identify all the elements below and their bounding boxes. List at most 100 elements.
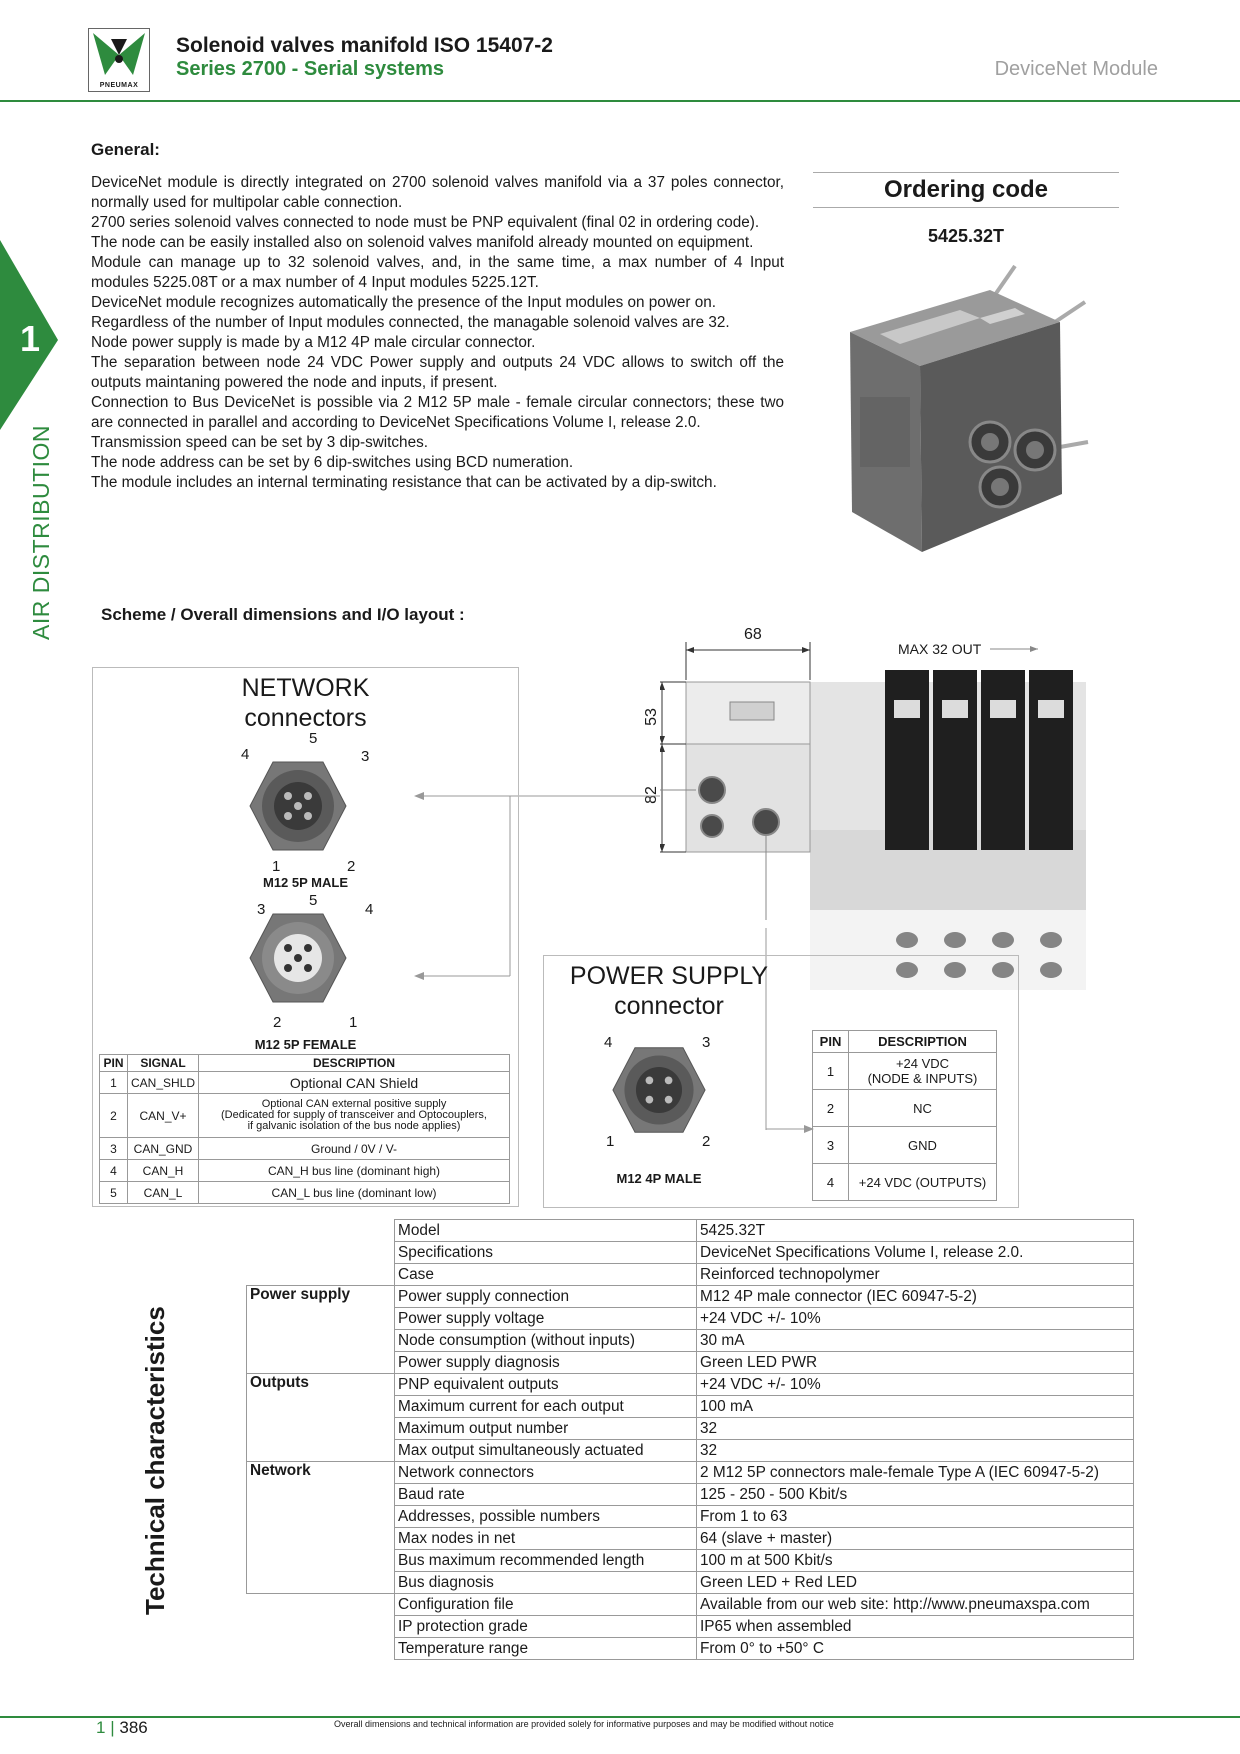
value-cell: Reinforced technopolymer xyxy=(696,1263,1134,1286)
parameter-cell: Model xyxy=(394,1219,697,1242)
power-connector-label: M12 4P MALE xyxy=(616,1171,702,1186)
parameter-cell: Power supply diagnosis xyxy=(394,1351,697,1374)
group-cell: Network xyxy=(246,1461,395,1484)
description-cell: +24 VDC (OUTPUTS) xyxy=(848,1163,997,1201)
value-cell: 64 (slave + master) xyxy=(696,1527,1134,1550)
pin-cell: 4 xyxy=(99,1159,128,1182)
parameter-cell: Configuration file xyxy=(394,1593,697,1616)
power-supply-panel: POWER SUPPLY connector 4 3 1 2 M12 4P MA… xyxy=(543,955,1019,1208)
table-row: 3 CAN_GND Ground / 0V / V- xyxy=(99,1137,510,1160)
female-pin-3: 3 xyxy=(257,901,266,918)
ordering-code-box: Ordering code 5425.32T xyxy=(813,172,1119,247)
col-pin: PIN xyxy=(812,1030,849,1053)
section-number: 1 xyxy=(20,318,41,359)
parameter-cell: Power supply connection xyxy=(394,1285,697,1308)
description-line: Optional CAN external positive supply xyxy=(261,1098,447,1110)
signal-cell: CAN_V+ xyxy=(126,1093,200,1138)
value-cell: Green LED PWR xyxy=(696,1351,1134,1374)
general-paragraph: Regardless of the number of Input module… xyxy=(91,314,730,331)
power-leader-line xyxy=(765,1020,814,1133)
parameter-cell: Max output simultaneously actuated xyxy=(394,1439,697,1462)
network-pin-table: PIN SIGNAL DESCRIPTION 1 CAN_SHLD Option… xyxy=(99,1054,510,1204)
description-cell: Ground / 0V / V- xyxy=(198,1137,510,1160)
page-title: Solenoid valves manifold ISO 15407-2 xyxy=(176,34,553,57)
group-cell xyxy=(246,1505,395,1528)
general-paragraph: The node address can be set by 6 dip-swi… xyxy=(91,454,574,471)
pneumax-logo: PNEUMAX xyxy=(88,28,150,92)
parameter-cell: Network connectors xyxy=(394,1461,697,1484)
group-cell xyxy=(246,1439,395,1462)
value-cell: DeviceNet Specifications Volume I, relea… xyxy=(696,1241,1134,1264)
pin-cell: 1 xyxy=(812,1052,849,1090)
description-line: (NODE & INPUTS) xyxy=(867,1071,978,1086)
group-cell xyxy=(247,1616,395,1638)
dimension-height-top: 53 xyxy=(642,708,660,726)
pin-cell: 2 xyxy=(812,1089,849,1127)
parameter-cell: Power supply voltage xyxy=(394,1307,697,1330)
power-pin-2: 2 xyxy=(702,1133,711,1150)
male-pin-5: 5 xyxy=(309,730,318,747)
signal-cell: CAN_SHLD xyxy=(126,1071,200,1094)
value-cell: +24 VDC +/- 10% xyxy=(696,1307,1134,1330)
value-cell: 32 xyxy=(696,1417,1134,1440)
network-subtitle: connectors xyxy=(244,704,367,732)
value-cell: +24 VDC +/- 10% xyxy=(696,1373,1134,1396)
table-row: 3 GND xyxy=(812,1126,997,1164)
value-cell: 125 - 250 - 500 Kbit/s xyxy=(696,1483,1134,1506)
description-cell: GND xyxy=(848,1126,997,1164)
group-cell xyxy=(246,1307,395,1330)
description-line: +24 VDC xyxy=(895,1056,950,1071)
female-pin-4: 4 xyxy=(365,901,374,918)
product-photo xyxy=(850,264,1089,552)
col-signal: SIGNAL xyxy=(126,1054,200,1072)
signal-cell: CAN_GND xyxy=(126,1137,200,1160)
network-title: NETWORK xyxy=(241,674,370,702)
parameter-cell: Maximum current for each output xyxy=(394,1395,697,1418)
table-row: 1 CAN_SHLD Optional CAN Shield xyxy=(99,1071,510,1094)
parameter-cell: Max nodes in net xyxy=(394,1527,697,1550)
description-line: (Dedicated for supply of transceiver and… xyxy=(221,1109,487,1121)
general-paragraph: Module can manage up to 32 solenoid valv… xyxy=(91,254,784,291)
male-connector-label: M12 5P MALE xyxy=(262,875,348,890)
network-connectors-panel: NETWORK connectors 5 4 3 1 2 M12 5P MALE… xyxy=(92,667,519,1207)
value-cell: From 0° to +50° C xyxy=(696,1637,1134,1660)
general-paragraph: Connection to Bus DeviceNet is possible … xyxy=(91,394,784,431)
parameter-cell: Temperature range xyxy=(394,1637,697,1660)
ordering-code-value: 5425.32T xyxy=(927,226,1005,246)
pin-cell: 3 xyxy=(99,1137,128,1160)
m12-5p-male-connector-icon xyxy=(249,761,347,851)
power-pin-table: PIN DESCRIPTION 1 +24 VDC (NODE & INPUTS… xyxy=(812,1030,997,1201)
parameter-cell: Node consumption (without inputs) xyxy=(394,1329,697,1352)
power-pin-1: 1 xyxy=(606,1133,615,1150)
m12-5p-female-connector-icon xyxy=(249,913,347,1003)
male-pin-1: 1 xyxy=(272,858,281,875)
group-cell xyxy=(247,1638,395,1660)
group-cell: Power supply xyxy=(246,1285,395,1308)
group-cell xyxy=(246,1351,395,1374)
signal-cell: CAN_L xyxy=(126,1181,200,1204)
dimension-drawing xyxy=(660,642,1086,990)
parameter-cell: Addresses, possible numbers xyxy=(394,1505,697,1528)
parameter-cell: Maximum output number xyxy=(394,1417,697,1440)
male-pin-4: 4 xyxy=(241,746,250,763)
footer-separator: | xyxy=(110,1718,115,1737)
value-cell: Green LED + Red LED xyxy=(696,1571,1134,1594)
table-row: 2 NC xyxy=(812,1089,997,1127)
value-cell: 30 mA xyxy=(696,1329,1134,1352)
value-cell: 5425.32T xyxy=(696,1219,1134,1242)
general-paragraph: DeviceNet module recognizes automaticall… xyxy=(91,294,716,311)
value-cell: M12 4P male connector (IEC 60947-5-2) xyxy=(696,1285,1134,1308)
general-paragraph: The separation between node 24 VDC Power… xyxy=(91,354,784,391)
